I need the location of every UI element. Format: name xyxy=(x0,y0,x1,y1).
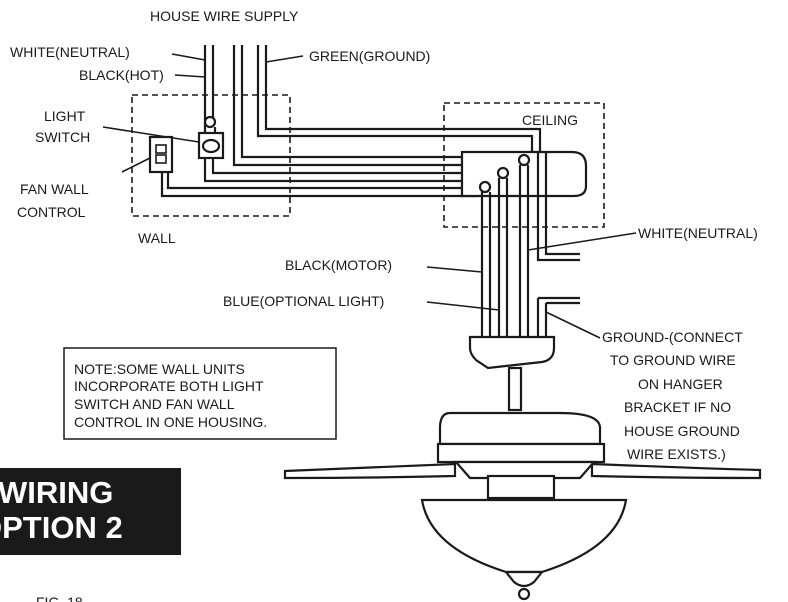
note-line-4: CONTROL IN ONE HOUSING. xyxy=(74,414,267,430)
wire-nut-ground xyxy=(517,153,531,167)
fan-wall-label-1: FAN WALL xyxy=(20,181,89,197)
ground-label-5: HOUSE GROUND xyxy=(624,423,740,439)
wall-label: WALL xyxy=(138,230,176,246)
ceiling-box xyxy=(443,102,605,228)
note-line-2: INCORPORATE BOTH LIGHT xyxy=(74,378,264,394)
fan-canopy xyxy=(468,335,556,370)
fan-lead-wires xyxy=(480,152,580,337)
black-motor-wire xyxy=(480,192,492,337)
downrod xyxy=(507,366,523,412)
white-neutral-down xyxy=(536,152,580,262)
blue-light-wire xyxy=(497,178,509,337)
motor-body xyxy=(436,442,606,464)
ground-down xyxy=(536,296,580,337)
ground-label-4: BRACKET IF NO xyxy=(624,399,731,415)
light-switch-label-2: SWITCH xyxy=(35,129,90,145)
ground-label-1: GROUND-(CONNECT xyxy=(602,329,743,345)
finial xyxy=(503,570,545,588)
title-line-1: WIRING xyxy=(0,475,113,510)
wire-nut-light xyxy=(478,180,492,194)
note-box: NOTE:SOME WALL UNITS INCORPORATE BOTH LI… xyxy=(63,347,337,440)
switch-cup xyxy=(486,474,556,500)
motor-top xyxy=(438,411,602,446)
left-blade xyxy=(283,462,457,480)
light-switch-label-1: LIGHT xyxy=(44,108,86,124)
house-supply-label: HOUSE WIRE SUPPLY xyxy=(150,8,299,24)
wall-box-wires xyxy=(160,118,499,198)
note-line-1: NOTE:SOME WALL UNITS xyxy=(74,361,245,377)
white-neutral-right-label: WHITE(NEUTRAL) xyxy=(638,225,758,241)
black-hot-wire xyxy=(232,45,244,118)
blade-irons xyxy=(453,460,597,480)
house-supply-wires xyxy=(203,45,542,152)
light-switch xyxy=(197,131,225,160)
green-ground-label: GREEN(GROUND) xyxy=(309,48,430,64)
green-ground-wire xyxy=(256,45,542,152)
pull-ring xyxy=(517,587,531,601)
ceiling-label: CEILING xyxy=(522,112,578,128)
title-block: WIRING OPTION 2 xyxy=(0,468,181,555)
figure-label: FIG. 18 xyxy=(36,594,83,602)
ground-label-3: ON HANGER xyxy=(638,376,723,392)
fan-wall-control xyxy=(148,135,174,174)
black-motor-label: BLACK(MOTOR) xyxy=(285,257,392,273)
white-neutral-wire xyxy=(203,45,215,128)
ceiling-fan xyxy=(283,335,762,601)
white-neutral-top-label: WHITE(NEUTRAL) xyxy=(10,44,130,60)
leader-lines xyxy=(102,53,637,339)
black-hot-label: BLACK(HOT) xyxy=(79,67,164,83)
wire-nut-hot xyxy=(496,166,510,180)
white-fan-wire xyxy=(518,165,530,337)
blue-light-label: BLUE(OPTIONAL LIGHT) xyxy=(223,293,384,309)
ground-label-2: TO GROUND WIRE xyxy=(610,352,736,368)
switch-wire-nut xyxy=(203,115,217,129)
light-bowl xyxy=(420,498,628,574)
note-line-3: SWITCH AND FAN WALL xyxy=(74,396,235,412)
ceiling-canopy xyxy=(460,150,588,198)
fan-wall-label-2: CONTROL xyxy=(17,204,86,220)
title-line-2: OPTION 2 xyxy=(0,510,123,545)
ground-label-6: WIRE EXISTS.) xyxy=(627,446,726,462)
right-blade xyxy=(590,462,762,480)
